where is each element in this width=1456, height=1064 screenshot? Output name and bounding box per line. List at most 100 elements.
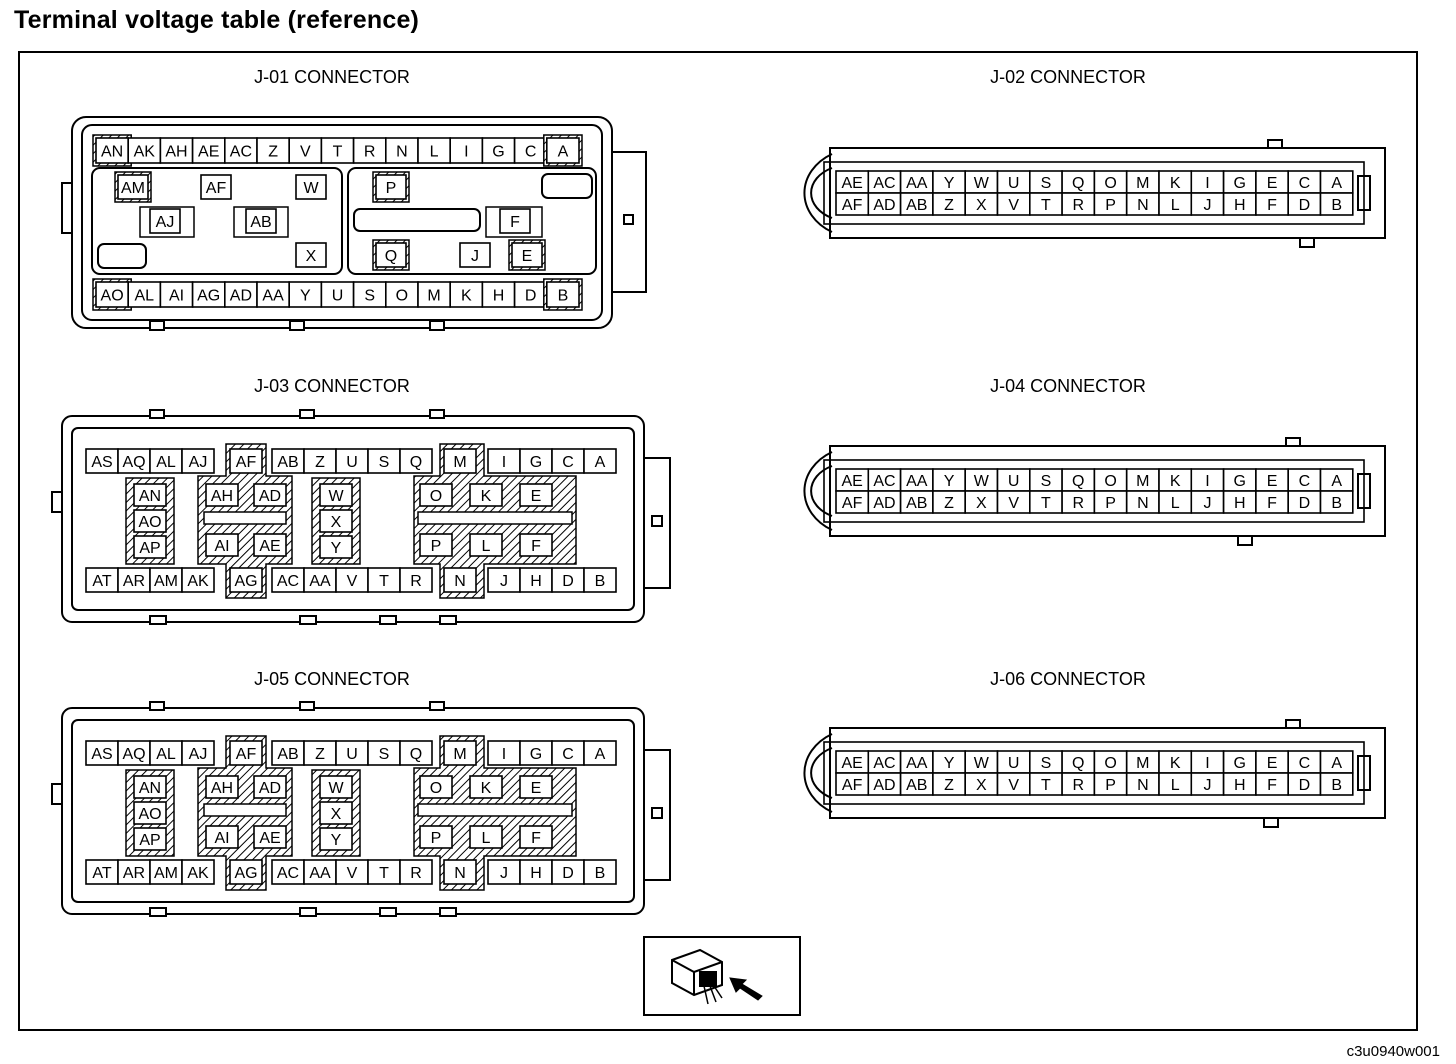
j02-pin-bottom: B [1331, 197, 1342, 214]
j05-pin-col: AI [214, 830, 229, 847]
pin-cell [133, 535, 167, 559]
j05-pin-col: Y [331, 832, 342, 849]
j04-pin-top: U [1008, 473, 1020, 490]
j02-pin-bottom: L [1171, 197, 1180, 214]
j03-pin-top: C [562, 454, 574, 471]
j02-pin-top: M [1136, 175, 1149, 192]
pin-cell [519, 740, 553, 766]
pin-cell [443, 448, 477, 474]
j02-pin-top: Q [1072, 175, 1084, 192]
j06-connector-label: J-06 CONNECTOR [990, 669, 1146, 689]
j05-pin-bottom: AG [234, 865, 257, 882]
j02-pin-top: S [1041, 175, 1052, 192]
j03-pin-top: S [379, 454, 390, 471]
j04-pin-bottom: P [1105, 495, 1116, 512]
pin-cell [229, 740, 263, 766]
j05-pin-top: AS [91, 746, 112, 763]
j06-pin-bottom: B [1331, 777, 1342, 794]
j03-pin-col: L [482, 538, 491, 555]
j05-pin-bottom: J [500, 865, 508, 882]
j06-pin-top: Q [1072, 755, 1084, 772]
pin-cell [519, 775, 553, 799]
pin-cell [159, 281, 194, 308]
j01-pin-top: R [364, 144, 376, 161]
j04-pin-bottom: AF [842, 495, 863, 512]
j06-pin-bottom: J [1203, 777, 1211, 794]
j03-pin-bottom: D [562, 573, 574, 590]
pin-cell [367, 859, 401, 885]
j01-pin-inner: P [386, 180, 397, 197]
j05-pin-col: AO [138, 806, 161, 823]
j05-pin-top: Z [315, 746, 325, 763]
j01-pin-inner: Q [385, 248, 397, 265]
pin-cell [205, 483, 239, 507]
j03-pin-col: AN [139, 488, 161, 505]
j02-pin-top: G [1234, 175, 1246, 192]
pin-cell [181, 448, 215, 474]
j01-pin-bottom: D [525, 288, 537, 305]
j05-pin-col: AE [259, 830, 280, 847]
j04-pin-bottom: AD [873, 495, 895, 512]
j06-pin-bottom: Z [944, 777, 954, 794]
j05-pin-col: E [531, 780, 542, 797]
j02-pin-bottom: AD [873, 197, 895, 214]
pin-cell [256, 281, 291, 308]
j01-pin-bottom: H [493, 288, 505, 305]
pin-cell [583, 567, 617, 593]
j02-pin-top: AE [841, 175, 862, 192]
j02-pin-top: Y [944, 175, 955, 192]
j02-pin-bottom: Z [944, 197, 954, 214]
j03-pin-bottom: AG [234, 573, 257, 590]
pin-cell [320, 281, 355, 308]
pin-cell [181, 740, 215, 766]
pin-cell [133, 827, 167, 851]
pin-cell [117, 448, 151, 474]
j01-pin-inner: J [471, 248, 479, 265]
j04-pin-bottom: R [1072, 495, 1084, 512]
j01-pin-top: AE [198, 144, 219, 161]
j06-pin-top: G [1234, 755, 1246, 772]
pin-cell [335, 859, 369, 885]
j01-pin-bottom: Y [300, 288, 311, 305]
j04-pin-top: E [1267, 473, 1278, 490]
pin-cell [133, 483, 167, 507]
j01-pin-inner: E [522, 248, 533, 265]
pin-cell [335, 740, 369, 766]
pin-cell [319, 827, 353, 851]
j06-pin-bottom: H [1234, 777, 1246, 794]
j03-pin-col: AP [139, 540, 160, 557]
j01-pin-inner: F [510, 214, 520, 231]
j02-pin-top: AA [906, 175, 928, 192]
j03-pin-top: Z [315, 454, 325, 471]
j04-pin-top: M [1136, 473, 1149, 490]
pin-cell [583, 740, 617, 766]
pin-cell [295, 174, 327, 200]
pin-cell [319, 775, 353, 799]
j04-pin-bottom: Z [944, 495, 954, 512]
pin-cell [367, 740, 401, 766]
j05-pin-top: I [502, 746, 506, 763]
pin-cell [469, 775, 503, 799]
j03-pin-bottom: AR [123, 573, 145, 590]
pin-cell [181, 567, 215, 593]
j03-pin-bottom: N [454, 573, 466, 590]
j05-pin-col: F [531, 830, 541, 847]
j01-pin-top: AC [230, 144, 252, 161]
j06-pin-top: AE [841, 755, 862, 772]
j06-pin-top: W [974, 755, 990, 772]
j01-pin-top: Z [268, 144, 278, 161]
j05-pin-col: P [431, 830, 442, 847]
pin-cell [583, 448, 617, 474]
j02-pin-bottom: AB [906, 197, 927, 214]
pin-cell [117, 859, 151, 885]
j04-pin-bottom: L [1171, 495, 1180, 512]
j06-pin-bottom: R [1072, 777, 1084, 794]
pin-cell [545, 137, 580, 164]
j05-pin-top: Q [410, 746, 422, 763]
j03-pin-col: P [431, 538, 442, 555]
j03-pin-top: AJ [189, 454, 208, 471]
j05-pin-col: K [481, 780, 492, 797]
